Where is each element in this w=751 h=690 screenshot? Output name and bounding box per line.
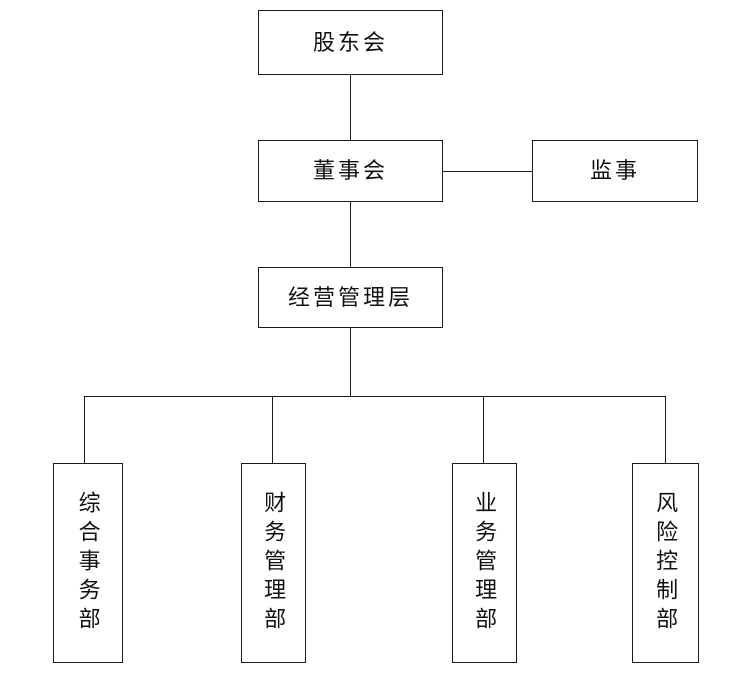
connector-department-bus — [84, 396, 666, 398]
connector-board-to-management — [350, 202, 352, 267]
connector-shareholders-to-board — [350, 75, 352, 140]
node-shareholders-label: 股东会 — [312, 29, 388, 55]
node-board[interactable]: 董事会 — [258, 140, 443, 202]
node-board-label: 董事会 — [312, 158, 388, 184]
node-business[interactable]: 业务管理部 — [452, 463, 517, 663]
node-finance[interactable]: 财务管理部 — [241, 463, 306, 663]
node-general-affairs-label: 综合事务部 — [75, 490, 101, 636]
node-business-label: 业务管理部 — [472, 490, 498, 636]
connector-management-to-bus — [350, 328, 352, 397]
connector-drop-general-affairs — [84, 396, 86, 463]
node-management[interactable]: 经营管理层 — [258, 267, 443, 328]
node-management-label: 经营管理层 — [287, 284, 413, 310]
node-supervisor-label: 监事 — [589, 158, 640, 184]
connector-drop-business — [483, 396, 485, 463]
connector-drop-risk-control — [665, 396, 667, 463]
node-risk-control[interactable]: 风险控制部 — [632, 463, 699, 663]
node-general-affairs[interactable]: 综合事务部 — [53, 463, 123, 663]
node-supervisor[interactable]: 监事 — [532, 140, 698, 202]
connector-drop-finance — [272, 396, 274, 463]
node-risk-control-label: 风险控制部 — [653, 490, 679, 636]
node-finance-label: 财务管理部 — [261, 490, 287, 636]
connector-board-to-supervisor — [443, 171, 532, 173]
node-shareholders[interactable]: 股东会 — [258, 10, 443, 75]
